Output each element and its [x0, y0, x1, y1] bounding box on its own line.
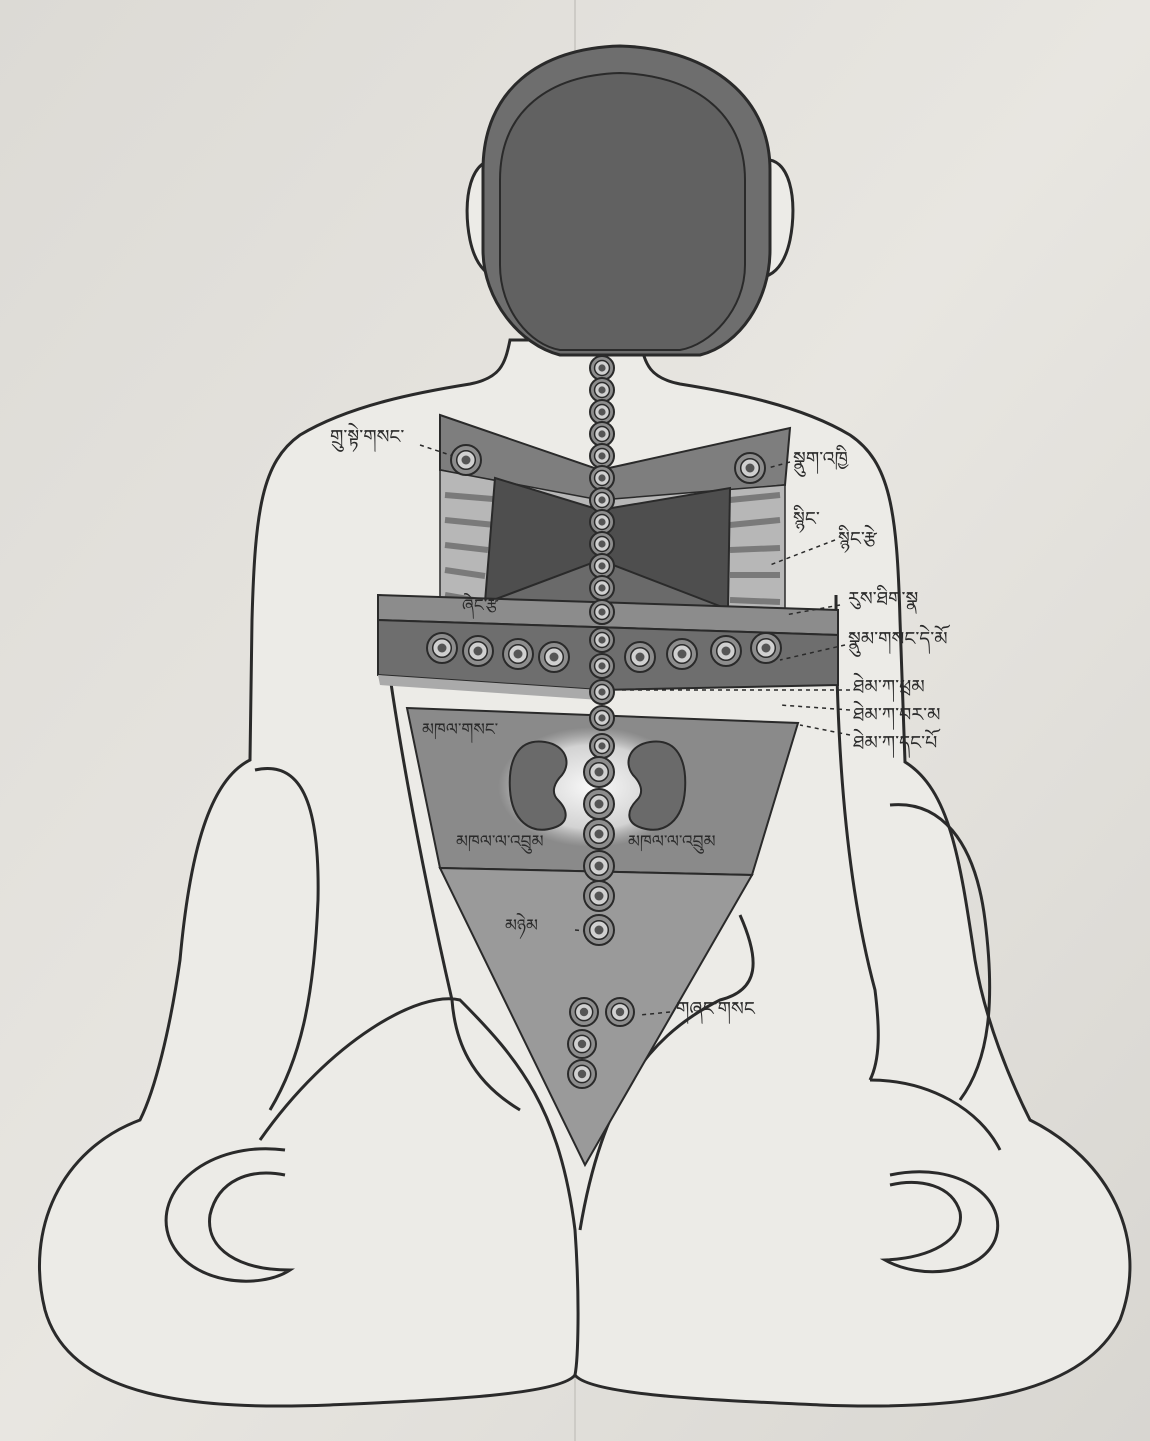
- spine-point: [584, 881, 614, 911]
- label-kidney-left: མཁལ་ལ་འབྲུམ: [456, 834, 544, 851]
- belt-point: [751, 633, 781, 663]
- spine-point: [590, 356, 614, 380]
- label-right-middle-1: སྣུམ་གསང་དེ་མོ: [848, 630, 948, 649]
- spine-point: [590, 444, 614, 468]
- belt-point: [427, 633, 457, 663]
- belt-point: [539, 642, 569, 672]
- spine-point: [590, 400, 614, 424]
- label-sacrum: གཞང་གསང: [676, 1000, 755, 1019]
- spine-point: [584, 915, 614, 945]
- spine-point: [584, 851, 614, 881]
- spine-point: [590, 706, 614, 730]
- spine-point: [590, 654, 614, 678]
- spine-point: [584, 757, 614, 787]
- label-right-upper-2: སྙིང་རྩེ: [838, 530, 877, 549]
- shoulder-point-right: [735, 453, 765, 483]
- head-face: [500, 73, 745, 350]
- sacral-point: [568, 1060, 596, 1088]
- shoulder-point-left: [451, 445, 481, 475]
- spine-point: [590, 576, 614, 600]
- spine-point: [584, 789, 614, 819]
- spine-point: [590, 554, 614, 578]
- label-belt-center: ཞེང་རྩ: [462, 598, 498, 615]
- label-left-shoulder: གྲུ་སྟེ་གསང་: [330, 428, 404, 447]
- spine-point: [590, 466, 614, 490]
- label-triangle-top: མཁལ་གསང་: [422, 722, 498, 739]
- spine-point: [590, 628, 614, 652]
- label-right-upper-3: རུས་ཐིག་སྣ: [848, 590, 918, 609]
- spine-point: [590, 680, 614, 704]
- belt-point: [667, 639, 697, 669]
- spine-point: [590, 422, 614, 446]
- label-right-middle-3: ཐེམ་ཀ་བར་མ: [853, 706, 941, 725]
- belt-point: [463, 636, 493, 666]
- belt-point: [625, 642, 655, 672]
- spine-point: [590, 510, 614, 534]
- spine-point: [590, 532, 614, 556]
- spine-point: [590, 734, 614, 758]
- label-right-shoulder: སྣུག་འཁྱི: [793, 450, 848, 469]
- label-right-middle-4: ཐེམ་ཀ་དང་པོ: [853, 734, 937, 753]
- sacral-point: [606, 998, 634, 1026]
- label-right-upper-1: སྙིང་: [793, 510, 820, 529]
- spine-point: [584, 819, 614, 849]
- label-lower-spine: མཉེམ: [505, 918, 538, 935]
- label-right-middle-2: ཐེམ་ཀ་ཕྲམ: [853, 678, 925, 697]
- sacral-point: [570, 998, 598, 1026]
- sacral-point: [568, 1030, 596, 1058]
- belt-point: [711, 636, 741, 666]
- spine-point: [590, 600, 614, 624]
- spine-point: [590, 488, 614, 512]
- spine-point: [590, 378, 614, 402]
- belt-point: [503, 639, 533, 669]
- label-kidney-right: མཁལ་ལ་འབྲུམ: [628, 834, 716, 851]
